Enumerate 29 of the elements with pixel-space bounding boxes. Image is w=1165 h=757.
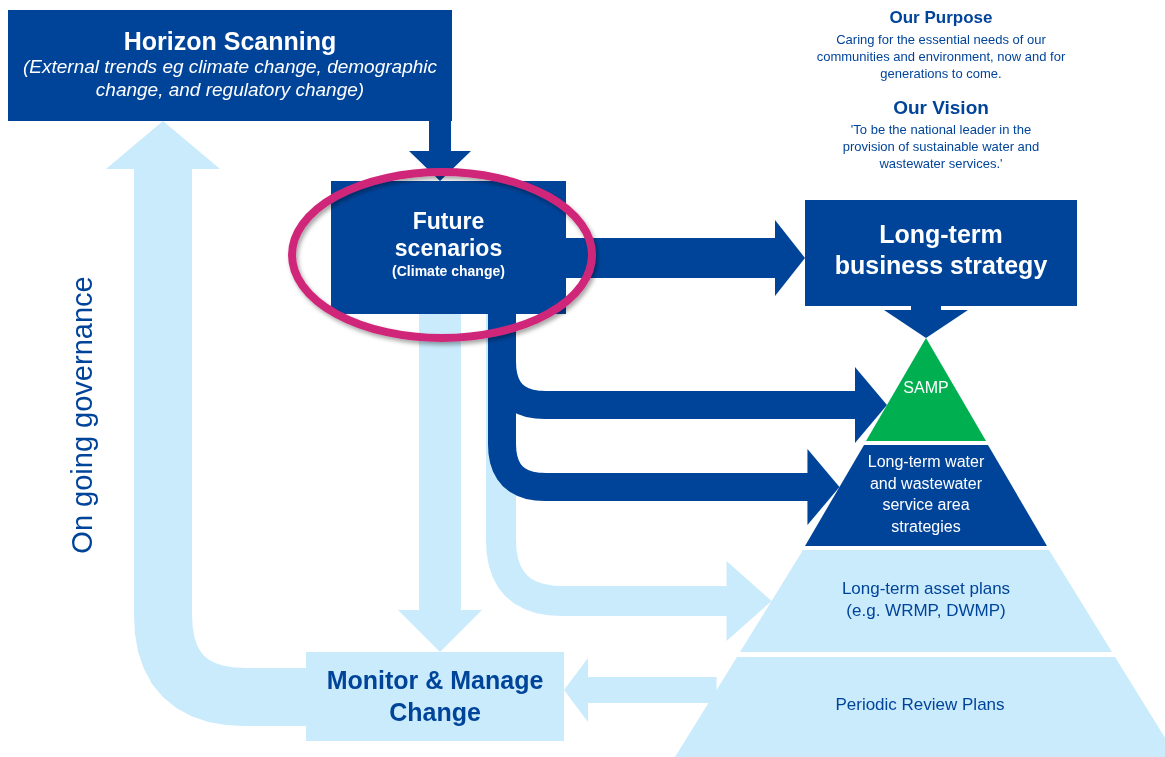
box-title: Future scenarios (393, 207, 504, 263)
box-title: Long-term asset plans (e.g. WRMP, DWMP) (840, 578, 1012, 623)
quote: 'To be the national leader in the provision of sustainable water and wastewater services.' (841, 122, 1041, 173)
block-arrow (884, 306, 968, 338)
pyramid-apex (866, 338, 986, 441)
side-label: On going governance (64, 276, 99, 554)
block-arrow (409, 121, 471, 181)
box-title: Long-term business strategy (833, 218, 1049, 281)
box-title: Periodic Review Plans (835, 695, 1005, 716)
block-arrow (106, 121, 306, 726)
pyramid-tier (740, 550, 1112, 652)
process-box (8, 10, 452, 121)
pyramid-tier (675, 657, 1165, 757)
box-title: Horizon Scanning (123, 25, 337, 56)
box-subtitle: (External trends eg climate change, demographic change, and regulatory change) (22, 55, 438, 102)
heading: Our Purpose (888, 8, 994, 29)
process-box (805, 200, 1077, 306)
block-arrow (566, 220, 805, 296)
box-title: Monitor & Manage Change (325, 665, 545, 728)
box-title: SAMP (903, 378, 949, 398)
process-box (306, 652, 564, 741)
process-box (331, 181, 566, 314)
box-title: Long-term water and wastewater service area strategies (866, 452, 986, 537)
heading: Our Vision (892, 97, 990, 120)
paragraph: Caring for the essential needs of our communities and environment, now and for generations to come. (815, 32, 1067, 83)
block-arrow (564, 658, 717, 722)
pyramid-tier (805, 445, 1047, 546)
block-arrow (486, 314, 772, 641)
box-subtitle: (Climate change) (392, 262, 505, 280)
